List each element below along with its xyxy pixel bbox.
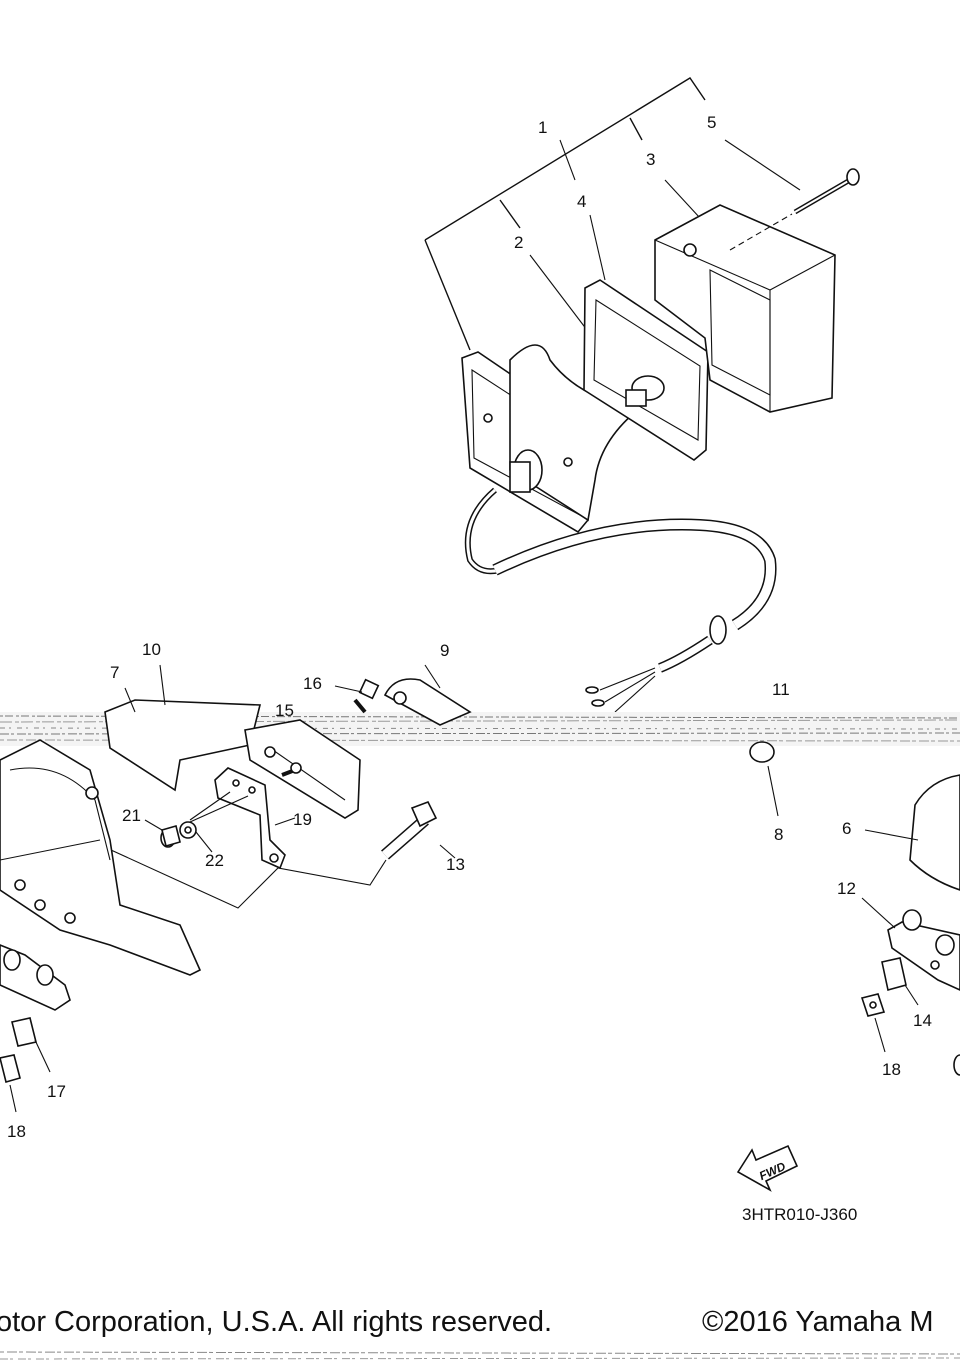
- label-part-11: 11: [772, 680, 790, 699]
- label-part-10: 10: [142, 640, 161, 659]
- part-labels: 1 2 3 4 5 6 7 8 9 10 11 12 13 14 15 16 1…: [7, 113, 932, 1141]
- bottom-scan-noise: [0, 1351, 960, 1360]
- taillight-lens: [461, 344, 642, 534]
- label-part-21: 21: [122, 806, 141, 825]
- screw-5: [729, 168, 860, 251]
- label-part-8: 8: [774, 825, 783, 844]
- label-part-2: 2: [514, 233, 523, 252]
- label-part-14: 14: [913, 1011, 932, 1030]
- copyright-left: otor Corporation, U.S.A. All rights rese…: [0, 1306, 553, 1338]
- copyright-right: ©2016 Yamaha M: [702, 1306, 934, 1338]
- label-part-18-right: 18: [882, 1060, 901, 1079]
- taillight-assembly: [424, 77, 860, 713]
- label-part-7: 7: [110, 663, 119, 682]
- label-part-22: 22: [205, 851, 224, 870]
- taillight-housing: [654, 204, 836, 413]
- right-bracket-assembly: [749, 741, 960, 1076]
- label-part-12: 12: [837, 879, 856, 898]
- label-part-6: 6: [842, 819, 851, 838]
- label-part-9: 9: [440, 641, 449, 660]
- label-part-16: 16: [303, 674, 322, 693]
- label-part-19: 19: [293, 810, 312, 829]
- label-part-13: 13: [446, 855, 465, 874]
- label-part-15: 15: [275, 701, 294, 720]
- left-bracket-assembly: [0, 664, 472, 1113]
- label-part-4: 4: [577, 192, 586, 211]
- label-part-5: 5: [707, 113, 716, 132]
- bulb: [625, 375, 665, 407]
- drawing-code: 3HTR010-J360: [742, 1205, 857, 1224]
- wire-harness: [464, 487, 777, 713]
- fwd-arrow: FWD: [736, 1144, 799, 1192]
- lens-gasket: [583, 279, 709, 461]
- label-part-17: 17: [47, 1082, 66, 1101]
- label-part-18-left: 18: [7, 1122, 26, 1141]
- label-part-3: 3: [646, 150, 655, 169]
- label-part-1: 1: [538, 118, 547, 137]
